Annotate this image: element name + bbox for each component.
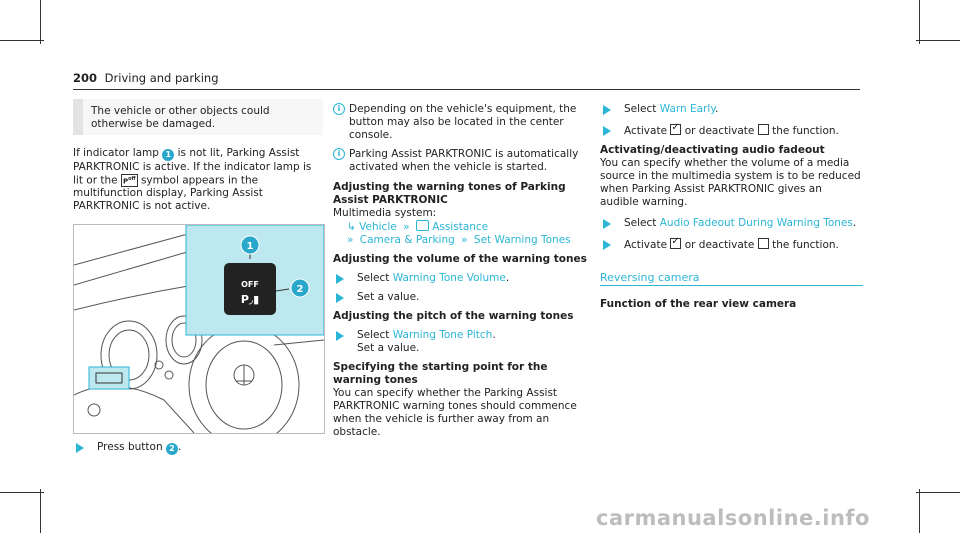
text-run: or deactivate (684, 125, 755, 137)
checkbox-unchecked-icon (757, 124, 769, 135)
text-run: Activate (624, 239, 668, 251)
section-title-reversing-camera: Reversing camera (600, 271, 700, 284)
checkbox-unchecked-icon (757, 238, 769, 249)
section-name: Driving and parking (104, 71, 219, 85)
text-run: symbol appears in the multifunction disp… (73, 174, 263, 213)
text-run: Set a value. (357, 342, 420, 354)
warning-text: The vehicle or other objects could other… (91, 105, 270, 130)
heading-pitch: Adjusting the pitch of the warning tones (333, 310, 574, 322)
step-arrow-icon (603, 240, 611, 250)
note-text: Parking Assist PARKTRONIC is automatical… (349, 148, 579, 173)
fadeout-text: You can specify whether the volume of a … (600, 157, 861, 208)
heading-starting-point: Specifying the starting point for the wa… (333, 361, 548, 386)
text-run: Set a value. (357, 291, 420, 303)
text-run: Select (624, 103, 657, 115)
dashboard-illustration: OFF P◞▮ 1 2 (74, 225, 324, 433)
step-arrow-icon (336, 293, 344, 303)
text-run: Press button (97, 441, 163, 453)
step-arrow-icon (76, 443, 84, 453)
path-chevron-icon: » (347, 234, 354, 246)
figure-callout-2: 2 (297, 284, 304, 295)
crop-mark (916, 40, 960, 41)
crop-mark (0, 40, 44, 41)
dashboard-figure: OFF P◞▮ 1 2 (73, 224, 325, 434)
step-activate-2: Activate or deactivate the function. (600, 235, 862, 252)
note-1: i Depending on the vehicle's equipment, … (333, 103, 593, 142)
note-2: i Parking Assist PARKTRONIC is automatic… (333, 148, 593, 174)
text-run: Select (624, 217, 657, 229)
step-select-pitch: Select Warning Tone Pitch. Set a value. (333, 329, 593, 355)
step-arrow-icon (603, 219, 611, 229)
press-step: Press button 2. (73, 441, 323, 455)
crop-mark (919, 489, 920, 533)
starting-point-text: You can specify whether the Parking Assi… (333, 387, 577, 438)
path-start-icon: ↳ (347, 221, 356, 233)
column-1: The vehicle or other objects could other… (73, 99, 323, 213)
info-icon: i (333, 103, 345, 115)
figure-button-label: OFF (241, 280, 259, 289)
step-audio-fadeout: Select Audio Fadeout During Warning Tone… (600, 217, 862, 230)
menu-item-warn-early: Warn Early (659, 103, 716, 115)
crop-mark (916, 492, 960, 493)
step-arrow-icon (336, 274, 344, 284)
page-header: 200 Driving and parking (73, 71, 860, 87)
parking-symbol-icon: P◞▮ (241, 293, 259, 306)
column-3: Select Warn Early. Activate or deactivat… (600, 103, 862, 311)
path-set-warning-tones: Set Warning Tones (473, 234, 571, 246)
page-number: 200 (73, 71, 98, 85)
menu-item-warning-tone-volume: Warning Tone Volume (392, 272, 506, 284)
crop-mark (40, 0, 41, 44)
crop-mark (40, 489, 41, 533)
text-run: the function. (772, 239, 839, 251)
text-run: Select (357, 272, 390, 284)
step-warn-early: Select Warn Early. (600, 103, 862, 116)
callout-badge-2: 2 (165, 443, 178, 455)
text-run: If indicator lamp (73, 147, 159, 159)
heading-volume: Adjusting the volume of the warning tone… (333, 253, 587, 265)
text-run: . (177, 441, 182, 453)
step-activate-1: Activate or deactivate the function. (600, 121, 862, 138)
text-run: Select (357, 329, 390, 341)
step-select-volume: Select Warning Tone Volume. (333, 272, 593, 285)
text-run: Activate (624, 125, 668, 137)
menu-path-line-2: » Camera & Parking » Set Warning Tones (333, 234, 593, 247)
checkbox-checked-icon (670, 235, 682, 249)
callout-badge-1: 1 (162, 149, 175, 161)
text-run: the function. (772, 125, 839, 137)
crop-mark (0, 492, 44, 493)
figure-callout-1: 1 (247, 241, 254, 252)
step-arrow-icon (603, 126, 611, 136)
path-chevron-icon: » (403, 221, 410, 233)
path-assistance: Assistance (432, 221, 489, 233)
crop-mark (919, 0, 920, 44)
heading-rear-view-camera: Function of the rear view camera (600, 298, 797, 310)
multimedia-label: Multimedia system: (333, 207, 437, 219)
menu-item-warning-tone-pitch: Warning Tone Pitch (392, 329, 493, 341)
menu-path-line-1: ↳ Vehicle » Assistance (333, 220, 593, 234)
step-set-value: Set a value. (333, 291, 593, 304)
step-arrow-icon (603, 105, 611, 115)
header-rule (73, 89, 860, 90)
note-text: Depending on the vehicle's equipment, th… (349, 103, 577, 141)
column-2: i Depending on the vehicle's equipment, … (333, 103, 593, 439)
text-run: or deactivate (684, 239, 755, 251)
path-vehicle: Vehicle (359, 221, 397, 233)
menu-item-audio-fadeout: Audio Fadeout During Warning Tones (659, 217, 853, 229)
assistance-icon (415, 220, 429, 231)
section-rule (600, 285, 863, 286)
text-run: is not lit, Parking Assist PARKTRONIC is… (73, 147, 312, 187)
path-chevron-icon: » (461, 234, 468, 246)
info-icon: i (333, 148, 345, 160)
heading-fadeout: Activating/deactivating audio fadeout (600, 144, 825, 156)
indicator-paragraph: If indicator lamp 1 is not lit, Parking … (73, 147, 323, 213)
step-arrow-icon (336, 331, 344, 341)
watermark: carmanualsonline.info (596, 506, 870, 530)
checkbox-checked-icon (670, 121, 682, 135)
heading-adjust-tones: Adjusting the warning tones of Parking A… (333, 181, 566, 206)
warning-box: The vehicle or other objects could other… (73, 99, 323, 135)
parking-off-symbol-icon: Poff (120, 174, 138, 188)
path-camera-parking: Camera & Parking (359, 234, 455, 246)
